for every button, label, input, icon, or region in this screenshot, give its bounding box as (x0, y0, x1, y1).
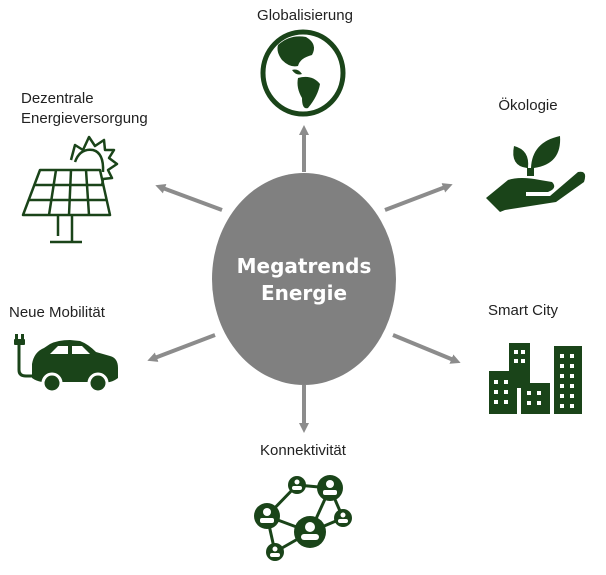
center-title-line1: Megatrends (237, 254, 372, 278)
solar-panel-icon (21, 135, 119, 244)
label-dezentrale-line1: Dezentrale (21, 90, 94, 107)
label-globalisierung: Globalisierung (257, 7, 353, 24)
city-buildings-icon (489, 343, 582, 414)
label-konnektivitaet: Konnektivität (260, 442, 347, 459)
plant-hand-icon (486, 136, 586, 212)
globe-icon (260, 29, 346, 117)
arrow-upper-right (384, 183, 453, 212)
network-people-icon (254, 475, 352, 561)
label-smart-city: Smart City (488, 302, 559, 319)
arrow-lower-right (392, 333, 461, 364)
center-title-line2: Energie (261, 281, 347, 305)
label-oekologie: Ökologie (498, 96, 557, 114)
label-dezentrale-line2: Energieversorgung (21, 110, 148, 127)
arrow-lower-left (147, 333, 216, 362)
center-hub (212, 173, 396, 385)
arrows (147, 125, 461, 433)
label-neue-mobilitaet: Neue Mobilität (9, 304, 106, 321)
arrow-upper-left (155, 184, 223, 212)
electric-car-icon (14, 334, 118, 394)
